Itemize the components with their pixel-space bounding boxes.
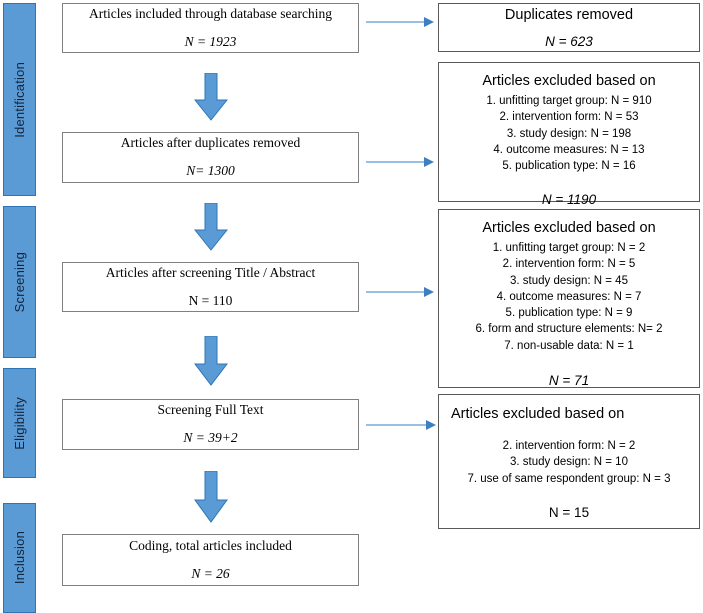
box-after-duplicates-removed: Articles after duplicates removed N= 130… (62, 132, 359, 183)
excl-reason-item: 2. intervention form: N = 53 (499, 111, 639, 124)
box-after-title-abstract-screening-count: N = 110 (188, 292, 233, 308)
excl-after-full-text-reasons: 2. intervention form: N = 2 3. study des… (447, 438, 691, 487)
stage-bar-inclusion: Inclusion (3, 503, 36, 613)
excl-reason-item: 7. non-usable data: N = 1 (504, 339, 634, 352)
excl-duplicates-removed-title: Duplicates removed (504, 6, 634, 23)
excl-after-title-abstract: Articles excluded based on 1. unfitting … (438, 209, 700, 388)
down-arrow-screening-to-full-text (194, 336, 228, 386)
excl-duplicates-removed: Duplicates removed N = 623 (438, 3, 700, 52)
box-database-searching-title: Articles included through database searc… (89, 5, 332, 21)
excl-reason-item: 5. publication type: N = 9 (505, 307, 633, 320)
excl-after-duplicates-total: N = 1190 (541, 192, 597, 208)
down-arrow-full-text-to-coding (194, 471, 228, 523)
box-after-duplicates-removed-count: N= 1300 (186, 163, 235, 178)
box-coding-included-count: N = 26 (191, 565, 230, 581)
stage-bar-eligibility: Eligibility (3, 368, 36, 478)
excl-reason-item: 6. form and structure elements: N= 2 (475, 323, 663, 336)
down-arrow-identification-to-duplicates (194, 73, 228, 121)
excl-reason-item: 1. unfitting target group: N = 2 (492, 241, 646, 254)
box-database-searching-count: N = 1923 (184, 33, 237, 49)
excl-reason-item: 3. study design: N = 198 (506, 127, 632, 140)
excl-after-title-abstract-total: N = 71 (548, 373, 590, 389)
stage-label-inclusion: Inclusion (12, 531, 27, 585)
box-after-duplicates-removed-title: Articles after duplicates removed (120, 135, 301, 151)
box-screening-full-text: Screening Full Text N = 39+2 (62, 399, 359, 450)
excl-duplicates-removed-total: N = 623 (545, 34, 593, 50)
box-screening-full-text-title: Screening Full Text (157, 402, 264, 418)
excl-after-duplicates: Articles excluded based on 1. unfitting … (438, 62, 700, 207)
connector-arrow-to-exclusions-title-abstract (366, 285, 434, 299)
excl-reason-item: 7. use of same respondent group: N = 3 (467, 472, 671, 485)
excl-after-full-text: Articles excluded based on 2. interventi… (438, 394, 700, 529)
stage-label-identification: Identification (12, 61, 27, 138)
box-coding-included-title: Coding, total articles included (129, 537, 292, 553)
excl-after-full-text-total: N = 15 (548, 504, 590, 520)
excl-reason-item: 2. intervention form: N = 5 (502, 258, 636, 271)
excl-after-duplicates-reasons: 1. unfitting target group: N = 910 2. in… (447, 93, 691, 175)
excl-after-title-abstract-title: Articles excluded based on (482, 220, 656, 236)
excl-reason-item: 4. outcome measures: N = 13 (493, 143, 645, 156)
excl-after-title-abstract-reasons: 1. unfitting target group: N = 2 2. inte… (447, 240, 691, 354)
excl-reason-item: 3. study design: N = 45 (510, 274, 628, 287)
excl-reason-item: 3. study design: N = 10 (510, 456, 628, 469)
box-screening-full-text-count: N = 39+2 (183, 430, 238, 445)
excl-reason-item: 5. publication type: N = 16 (502, 160, 636, 173)
excl-reason-item: 4. outcome measures: N = 7 (496, 290, 642, 303)
stage-bar-identification: Identification (3, 3, 36, 196)
stage-label-screening: Screening (12, 251, 27, 313)
excl-after-duplicates-title: Articles excluded based on (482, 73, 656, 89)
connector-arrow-to-exclusions-full-text (366, 418, 436, 432)
stage-label-eligibility: Eligibility (12, 396, 27, 450)
excl-reason-item: 2. intervention form: N = 2 (502, 439, 636, 452)
connector-arrow-to-duplicates-removed (366, 15, 434, 29)
stage-bar-screening: Screening (3, 206, 36, 358)
excl-reason-item: 1. unfitting target group: N = 910 (486, 94, 652, 107)
box-database-searching: Articles included through database searc… (62, 3, 359, 53)
connector-arrow-to-exclusions-duplicates (366, 155, 434, 169)
box-coding-included: Coding, total articles included N = 26 (62, 534, 359, 586)
excl-after-full-text-title: Articles excluded based on (451, 406, 625, 422)
down-arrow-duplicates-to-screening (194, 203, 228, 251)
box-after-title-abstract-screening: Articles after screening Title / Abstrac… (62, 262, 359, 312)
box-after-title-abstract-screening-title: Articles after screening Title / Abstrac… (105, 264, 316, 280)
